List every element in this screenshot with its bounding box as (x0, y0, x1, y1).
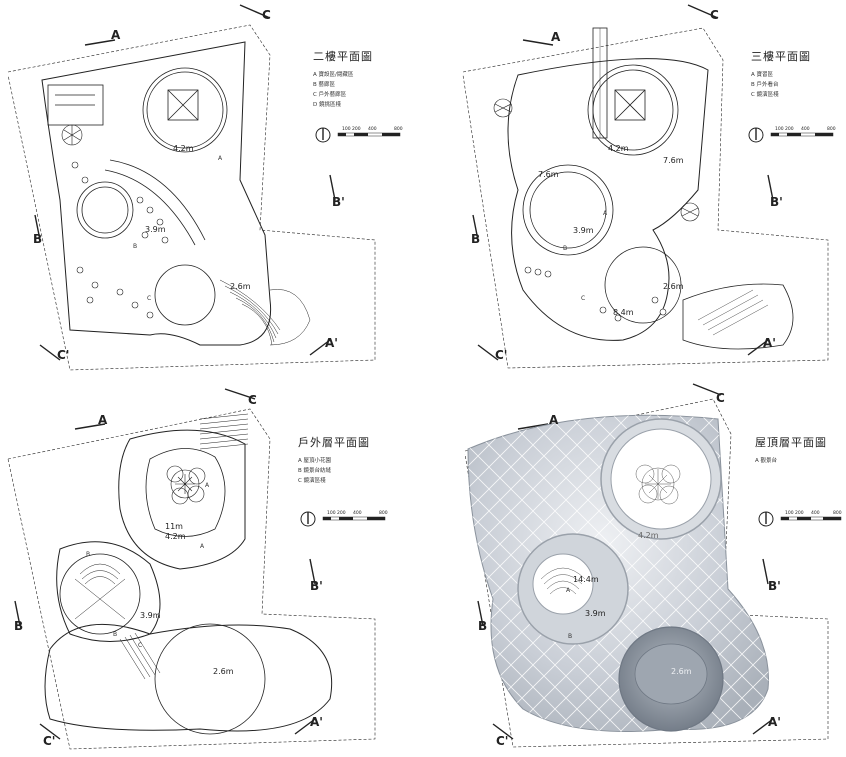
scale-tick: 200 (785, 127, 794, 132)
zone-label: B (133, 243, 138, 250)
scale-tick: 800 (394, 127, 403, 132)
scale-tick: 100 (327, 511, 336, 516)
panel-title: 二樓平面圖 (313, 50, 373, 63)
scale-tick: 200 (352, 127, 361, 132)
level-label: 2.6m (663, 282, 684, 291)
section-marker: C' (57, 348, 70, 362)
zone-label: A (218, 155, 223, 162)
legend-item: C 鏡演區棧 (298, 478, 326, 484)
section-marker: A (98, 413, 108, 427)
section-marker: C' (496, 734, 509, 748)
zone-label: B (563, 245, 568, 252)
level-label: 14.4m (573, 575, 599, 584)
section-marker: C' (43, 734, 56, 748)
zone-label: C (581, 295, 586, 302)
panel-title: 屋頂層平面圖 (755, 436, 827, 449)
scale-tick: 100 (775, 127, 784, 132)
plan-drawing (462, 4, 834, 369)
scale-tick: 800 (379, 511, 388, 516)
section-marker: A (111, 28, 121, 42)
level-label: 3.9m (585, 609, 606, 618)
zone-label: A (205, 482, 210, 489)
legend-item: B 鏡景台紡縫 (298, 468, 332, 474)
section-marker: A (549, 413, 559, 427)
zone-label: A (200, 543, 205, 550)
level-label: 3.9m (140, 611, 161, 620)
legend-item: A 寶設區/閱藏區 (313, 72, 354, 78)
scale-tick: 400 (801, 127, 810, 132)
scale-tick: 800 (833, 511, 842, 516)
level-label: 4.2m (638, 531, 659, 540)
panel-roof-plan: 屋頂層平面圖 A 觀景台 100 200 400 800 4.2m 14.4m … (423, 379, 846, 757)
level-label: 2.6m (213, 667, 234, 676)
level-label: 3.9m (145, 225, 166, 234)
panel-3f-plan: 三樓平面圖 A 寶習區 B 戶外看台 C 鏡演區棧 100 200 400 80… (423, 0, 846, 378)
section-marker: C (710, 8, 719, 22)
section-marker: B (33, 232, 43, 246)
panel-title: 戶外層平面圖 (298, 436, 370, 449)
level-label: 7.6m (663, 156, 684, 165)
legend-item: A 屋頂小花園 (298, 458, 332, 464)
scale-ticks: 100 200 400 800 (771, 127, 841, 134)
scale-ticks: 100 200 400 800 (781, 511, 845, 518)
scale-tick: 200 (795, 511, 804, 516)
scale-tick: 800 (827, 127, 836, 132)
plan-drawing (464, 383, 842, 748)
section-marker: B' (768, 579, 781, 593)
legend-item: B 戶外看台 (751, 82, 779, 88)
zone-label: C (147, 295, 152, 302)
section-marker: A' (310, 715, 323, 729)
level-label: 4.2m (608, 144, 629, 153)
plan-drawing (7, 388, 386, 750)
legend-item: A 觀景台 (755, 458, 778, 464)
scale-ticks: 100 200 400 800 (323, 511, 393, 518)
legend-item: D 鏡挑區棧 (313, 102, 341, 108)
level-label: 4.2m (165, 532, 186, 541)
legend-item: C 戶外藝廊區 (313, 92, 347, 98)
section-marker: A' (325, 336, 338, 350)
scale-tick: 200 (337, 511, 346, 516)
scale-tick: 100 (785, 511, 794, 516)
level-label: 2.6m (671, 667, 692, 676)
level-label: 8.4m (613, 308, 634, 317)
level-label: 7.6m (538, 170, 559, 179)
section-marker: C (262, 8, 271, 22)
scale-tick: 400 (353, 511, 362, 516)
section-marker: B' (310, 579, 323, 593)
section-marker: B (478, 619, 488, 633)
scale-tick: 400 (368, 127, 377, 132)
zone-label: A (603, 210, 608, 217)
panel-2f-plan: 二樓平面圖 A 寶設區/閱藏區 B 藝廊區 C 戶外藝廊區 D 鏡挑區棧 100… (0, 0, 423, 378)
level-label: 3.9m (573, 226, 594, 235)
scale-tick: 100 (342, 127, 351, 132)
section-marker: C' (495, 348, 508, 362)
section-marker: B (14, 619, 24, 633)
level-label: 4.2m (173, 144, 194, 153)
zone-label: B (113, 631, 118, 638)
scale-tick: 400 (811, 511, 820, 516)
panel-title: 三樓平面圖 (751, 50, 811, 63)
legend-item: A 寶習區 (751, 72, 774, 78)
legend-item: B 藝廊區 (313, 82, 336, 88)
section-marker: B' (770, 195, 783, 209)
section-marker: A' (768, 715, 781, 729)
scale-ticks: 100 200 400 800 (338, 127, 408, 134)
zone-label: A (566, 587, 571, 594)
level-label: 2.6m (230, 282, 251, 291)
section-marker: C (716, 391, 725, 405)
legend-item: C 鏡演區棧 (751, 92, 779, 98)
zone-label: C (138, 642, 143, 649)
section-marker: A (551, 30, 561, 44)
section-marker: B (471, 232, 481, 246)
plan-drawing (7, 4, 401, 371)
section-marker: B' (332, 195, 345, 209)
panel-outdoor-plan: 戶外層平面圖 A 屋頂小花園 B 鏡景台紡縫 C 鏡演區棧 100 200 40… (0, 379, 423, 757)
section-marker: A' (763, 336, 776, 350)
zone-label: B (86, 551, 91, 558)
section-marker: C (248, 393, 257, 407)
zone-label: B (568, 633, 573, 640)
level-label: 11m (165, 522, 183, 531)
